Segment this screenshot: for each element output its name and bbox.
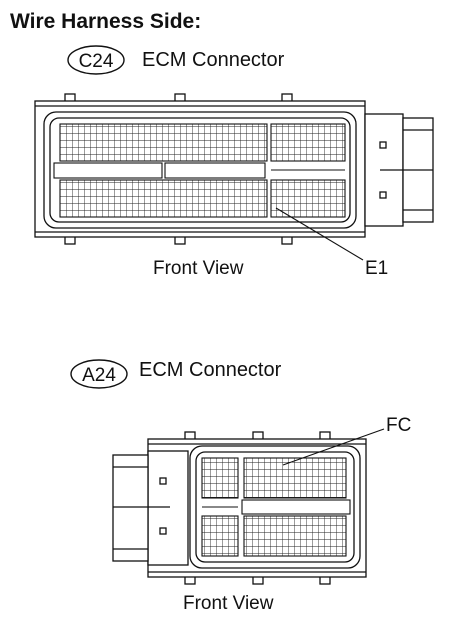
- connector-name: ECM Connector: [142, 49, 285, 71]
- connector-code-badge: [67, 45, 125, 75]
- connector-c24: C24 ECM Connector: [34, 45, 434, 279]
- connector-code: C24: [79, 51, 114, 72]
- connector-a24: A24 ECM Connector: [70, 359, 411, 614]
- page-title: Wire Harness Side:: [10, 10, 201, 33]
- pin-label-fc: FC: [386, 415, 411, 436]
- pin-cavity-grid: [53, 123, 346, 218]
- connector-code: A24: [82, 365, 116, 386]
- connector-name: ECM Connector: [139, 359, 282, 381]
- pin-leader-line: [282, 428, 385, 466]
- connector-code-badge: [70, 359, 128, 389]
- pin-leader-line: [275, 207, 364, 261]
- pin-label-e1: E1: [365, 258, 388, 279]
- front-view-label: Front View: [153, 258, 244, 279]
- pin-cavity-grid: [201, 457, 351, 557]
- front-view-label: Front View: [183, 593, 274, 614]
